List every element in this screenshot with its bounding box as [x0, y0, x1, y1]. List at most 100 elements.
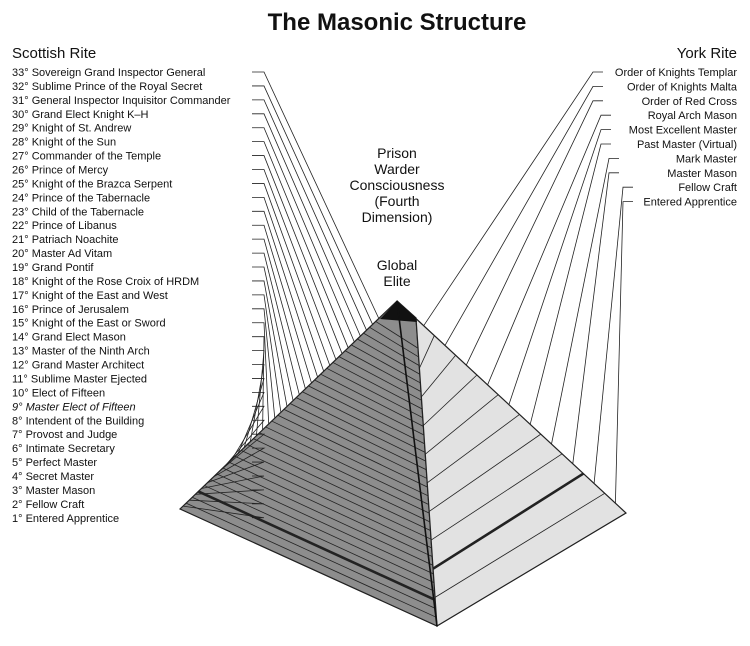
- scottish-leader-line: [252, 252, 300, 395]
- scottish-leader-line: [252, 169, 337, 360]
- york-band-line: [423, 374, 478, 426]
- scottish-leader-line: [252, 127, 355, 343]
- scottish-leader-line: [252, 294, 282, 413]
- scottish-band-line: [179, 508, 438, 627]
- scottish-band-line: [253, 438, 431, 523]
- york-degree-label: Order of Knights Templar: [615, 67, 737, 79]
- scottish-band-line: [363, 332, 420, 366]
- scottish-band-line: [197, 490, 436, 602]
- scottish-degree-label: 3° Master Mason: [12, 485, 95, 497]
- scottish-band-line: [308, 385, 425, 445]
- scottish-leader-line: [252, 336, 265, 430]
- scottish-leader-line: [195, 489, 265, 495]
- york-degree-label: Order of Red Cross: [642, 96, 738, 108]
- scottish-degree-label: 4° Secret Master: [12, 471, 94, 483]
- scottish-band-line: [296, 397, 426, 462]
- scottish-degree-label: 19° Grand Pontif: [12, 262, 94, 274]
- scottish-leader-line: [231, 405, 265, 460]
- scottish-band-line: [314, 379, 425, 436]
- scottish-degree-label: 31° General Inspector Inquisitor Command…: [12, 95, 231, 107]
- scottish-degree-label: 33° Sovereign Grand Inspector General: [12, 67, 205, 79]
- york-rite-bands: [419, 335, 627, 627]
- scottish-leader-line: [201, 475, 265, 489]
- scottish-leader-line: [252, 155, 343, 354]
- scottish-degree-label: 7° Provost and Judge: [12, 429, 117, 441]
- scottish-band-line: [265, 426, 429, 505]
- scottish-rite-heading: Scottish Rite: [12, 45, 96, 62]
- scottish-degree-label: 20° Master Ad Vitam: [12, 248, 112, 260]
- york-leader-line: [551, 157, 619, 445]
- york-degree-label: Order of Knights Malta: [627, 81, 738, 93]
- scottish-degree-label: 25° Knight of the Brazca Serpent: [12, 178, 172, 190]
- york-leader-line: [423, 71, 603, 326]
- scottish-degree-label: 32° Sublime Prince of the Royal Secret: [12, 81, 202, 93]
- scottish-band-line: [283, 408, 428, 479]
- center-label-line: (Fourth: [374, 193, 419, 209]
- york-leader-line: [465, 100, 603, 366]
- york-band-line: [434, 492, 605, 598]
- scottish-leader-line: [213, 447, 266, 478]
- york-leader-line: [572, 172, 619, 464]
- scottish-leader-line: [252, 350, 265, 436]
- york-band-line: [421, 355, 456, 398]
- york-leader-line: [615, 201, 633, 504]
- center-label-line: Warder: [374, 161, 420, 177]
- scottish-degree-label: 28° Knight of the Sun: [12, 137, 116, 149]
- scottish-band-line: [289, 403, 427, 471]
- york-leader-line: [487, 114, 611, 385]
- scottish-degree-label: 14° Grand Elect Mason: [12, 332, 126, 344]
- scottish-leader-line: [252, 71, 380, 319]
- scottish-leader-line: [189, 499, 265, 505]
- york-leader-line: [593, 186, 633, 484]
- scottish-leader-line: [252, 113, 361, 337]
- york-degree-label: Entered Apprentice: [643, 197, 737, 209]
- scottish-degree-label: 9° Master Elect of Fifteen: [12, 401, 136, 413]
- scottish-band-line: [228, 461, 433, 557]
- scottish-degree-label: 21° Patriach Noachite: [12, 234, 119, 246]
- york-degree-label: Most Excellent Master: [629, 125, 738, 137]
- scottish-leader-line: [252, 183, 331, 366]
- york-leader-line: [508, 129, 611, 405]
- scottish-leader-line: [237, 391, 265, 454]
- york-band-line: [430, 453, 563, 541]
- scottish-degree-label: 12° Grand Master Architect: [12, 360, 144, 372]
- scottish-degree-label: 17° Knight of the East and West: [12, 290, 168, 302]
- scottish-degree-label: 16° Prince of Jerusalem: [12, 304, 129, 316]
- scottish-leader-line: [252, 238, 306, 389]
- york-band-line: [426, 414, 520, 484]
- york-leader-line: [444, 86, 603, 346]
- scottish-degree-label: 26° Prince of Mercy: [12, 165, 109, 177]
- york-degree-label: Master Mason: [667, 168, 737, 180]
- york-degree-label: Fellow Craft: [678, 182, 737, 194]
- scottish-band-line: [344, 350, 422, 392]
- york-band-line: [436, 512, 627, 627]
- scottish-leader-line: [225, 419, 265, 466]
- scottish-leader-line: [252, 280, 288, 407]
- pyramid-ridge: [396, 300, 438, 627]
- scottish-leader-line: [252, 322, 270, 425]
- scottish-band-line: [357, 338, 421, 375]
- scottish-band-line: [375, 321, 419, 349]
- center-label-line: Consciousness: [350, 177, 445, 193]
- scottish-band-line: [277, 414, 428, 488]
- scottish-band-line: [234, 455, 432, 549]
- york-band-line: [432, 472, 585, 570]
- scottish-degree-label: 10° Elect of Fifteen: [12, 387, 105, 399]
- scottish-degree-label: 11° Sublime Master Ejected: [12, 373, 147, 385]
- scottish-band-line: [332, 362, 423, 410]
- scottish-degree-label: 6° Intimate Secretary: [12, 443, 115, 455]
- apex-label-line: Global: [377, 257, 417, 273]
- scottish-leader-line: [252, 85, 373, 325]
- scottish-leader-line: [252, 308, 276, 419]
- scottish-band-line: [247, 444, 431, 531]
- scottish-degree-label: 23° Child of the Tabernacle: [12, 206, 144, 218]
- scottish-band-line: [326, 367, 423, 419]
- apex-label-line: Elite: [383, 273, 410, 289]
- york-degree-label: Mark Master: [676, 153, 737, 165]
- scottish-degree-label: 15° Knight of the East or Sword: [12, 318, 166, 330]
- york-rite-heading: York Rite: [677, 45, 737, 62]
- scottish-leader-line: [249, 364, 265, 442]
- scottish-degree-label: 22° Prince of Libanus: [12, 220, 117, 232]
- york-degree-label: Royal Arch Mason: [648, 110, 737, 122]
